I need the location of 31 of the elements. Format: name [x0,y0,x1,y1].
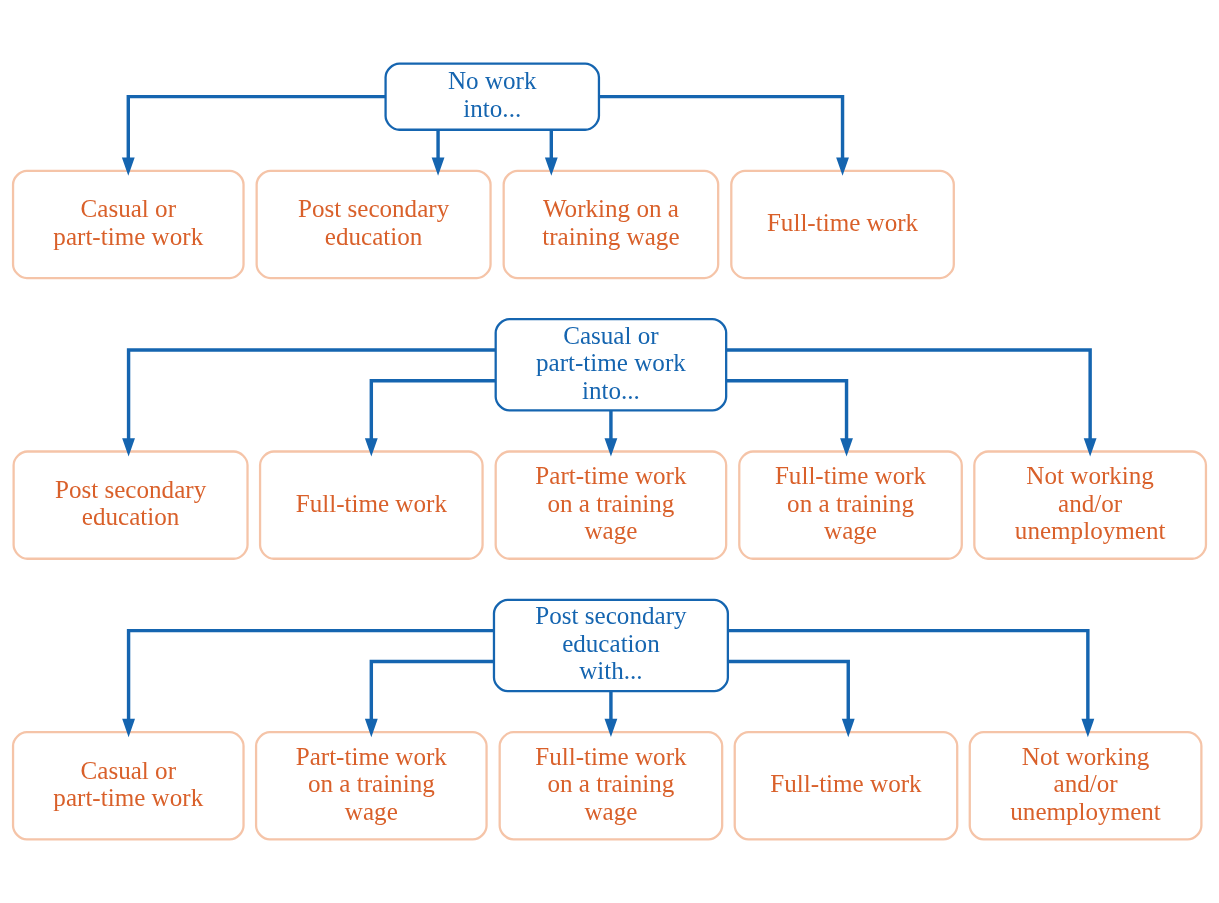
arrow [431,129,445,176]
arrow [728,659,855,738]
arrow [364,379,496,457]
node-box: Full-time work [733,731,959,841]
arrow [544,129,558,176]
node-box: No work into... [384,62,601,131]
node-box: Full-time work on a training wage [498,731,724,841]
arrow [727,628,1095,738]
node-box: Part-time work on a training wage [494,450,728,560]
arrow [726,379,853,457]
arrow [122,348,496,457]
arrow [599,94,849,176]
arrow [122,628,494,738]
node-box: Casual or part-time work into... [494,318,728,412]
node-box: Full-time work [258,450,484,560]
arrow [121,94,386,176]
node-box: Post secondary education [255,169,492,280]
node-box: Full-time work [730,169,955,280]
node-box: Not working and/or unemployment [968,731,1203,841]
arrow [604,691,618,738]
node-box: Casual or part-time work [11,731,245,841]
arrow [726,348,1097,457]
arrow [364,659,494,738]
node-box: Not working and/or unemployment [973,450,1208,560]
node-box: Casual or part-time work [11,169,245,280]
node-box: Full-time work on a training wage [738,450,963,560]
node-box: Part-time work on a training wage [254,731,488,841]
node-box: Post secondary education [12,450,249,560]
node-box: Post secondary education with... [492,598,729,693]
arrow [604,410,618,457]
node-box: Working on a training wage [502,169,720,280]
